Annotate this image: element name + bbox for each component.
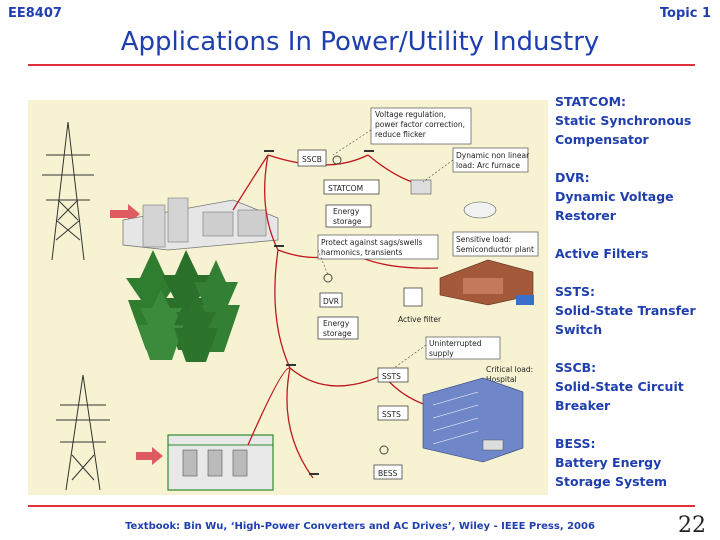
critical-load-label-2: Hospital (486, 375, 517, 384)
acronym-list: STATCOM: Static Synchronous Compensator … (555, 92, 715, 510)
acronym-abbr: BESS: (555, 436, 596, 451)
ups-label-1: Uninterrupted (429, 339, 482, 348)
power-utility-diagram: Voltage regulation, power factor correct… (28, 100, 548, 495)
ssts-box (377, 367, 409, 383)
energy-storage-label-1: Energy (333, 207, 360, 216)
ups-label-2: supply (429, 349, 454, 358)
ssts2-label: SSTS (382, 410, 401, 419)
arc-furnace-icon (463, 201, 497, 219)
ssts-box (377, 405, 409, 421)
acronym-sscb: SSCB: Solid-State Circuit Breaker (555, 358, 715, 415)
sag-swells-label-2: harmonics, transients (321, 248, 403, 257)
acronym-abbr: SSTS: (555, 284, 595, 299)
transformer-icon (323, 273, 333, 283)
acronym-expansion: Switch (555, 322, 603, 337)
acronym-abbr: Active Filters (555, 246, 649, 261)
sscb-box (297, 149, 327, 167)
dvr-box (319, 292, 343, 308)
energy-storage-label-2: storage (333, 217, 362, 226)
semiconductor-plant-icon (439, 259, 534, 306)
acronym-statcom: STATCOM: Static Synchronous Compensator (555, 92, 715, 149)
energy-storage-box (325, 204, 372, 228)
label-box (452, 147, 529, 173)
acronym-dvr: DVR: Dynamic Voltage Restorer (555, 168, 715, 225)
transmission-tower-icon (42, 121, 94, 261)
forest-icon (126, 250, 240, 362)
acronym-active-filters: Active Filters (555, 244, 715, 263)
energy-storage-box (317, 316, 359, 340)
page-number: 22 (678, 513, 706, 538)
sscb-label: SSCB (302, 155, 322, 164)
transmission-tower-icon (56, 374, 110, 491)
active-filter-label: Active filter (398, 315, 442, 324)
acronym-expansion: Battery Energy (555, 455, 662, 470)
acronym-expansion: Dynamic Voltage (555, 189, 674, 204)
acronym-expansion: Restorer (555, 208, 616, 223)
acronym-abbr: DVR: (555, 170, 590, 185)
arrow-right-icon (136, 447, 163, 465)
course-code: EE8407 (8, 6, 62, 21)
dynamic-load-label-2: load: Arc furnace (456, 161, 520, 170)
leader-lines (317, 129, 454, 369)
acronym-expansion: Storage System (555, 474, 668, 489)
topic-label: Topic 1 (659, 6, 711, 21)
acronym-expansion: Static Synchronous (555, 113, 692, 128)
arc-furnace-icon (410, 179, 432, 195)
statcom-label: STATCOM (328, 184, 363, 193)
dynamic-load-label-1: Dynamic non linear (456, 151, 530, 160)
acronym-expansion: Compensator (555, 132, 649, 147)
sensitive-load-label-2: Semiconductor plant (456, 245, 534, 254)
substation-icon (122, 197, 279, 251)
acronym-abbr: SSCB: (555, 360, 597, 375)
feeder-lines (232, 154, 449, 479)
transformer-icon (379, 445, 389, 455)
bess-box (373, 464, 403, 480)
hospital-icon (422, 377, 524, 463)
label-box (425, 336, 501, 360)
critical-load-label-1: Critical load: (486, 365, 533, 374)
label-box (317, 234, 439, 260)
active-filter-icon (403, 287, 423, 307)
energy-storage2-label-1: Energy (323, 319, 350, 328)
energy-storage2-label-2: storage (323, 329, 352, 338)
transformer-icon (332, 155, 342, 165)
acronym-ssts: SSTS: Solid-State Transfer Switch (555, 282, 715, 339)
label-box (452, 231, 539, 257)
title-divider (28, 64, 695, 66)
voltage-reg-label-3: reduce flicker (375, 130, 427, 139)
ssts1-label: SSTS (382, 372, 401, 381)
acronym-expansion: Solid-State Transfer (555, 303, 696, 318)
label-box (370, 107, 472, 145)
acronym-bess: BESS: Battery Energy Storage System (555, 434, 715, 491)
acronym-abbr: STATCOM: (555, 94, 627, 109)
sensitive-load-label-1: Sensitive load: (456, 235, 511, 244)
footer-citation: Textbook: Bin Wu, ‘High-Power Converters… (125, 521, 595, 532)
voltage-reg-label-2: power factor correction, (375, 120, 465, 129)
slide-title: Applications In Power/Utility Industry (120, 27, 600, 57)
bess-label: BESS (378, 469, 398, 478)
acronym-expansion: Solid-State Circuit (555, 379, 684, 394)
footer-divider (28, 505, 695, 507)
dvr-label: DVR (323, 297, 339, 306)
voltage-reg-label-1: Voltage regulation, (375, 110, 446, 119)
sag-swells-label-1: Protect against sags/swells (321, 238, 422, 247)
statcom-box (323, 179, 380, 195)
substation-icon (167, 434, 274, 491)
acronym-expansion: Breaker (555, 398, 611, 413)
